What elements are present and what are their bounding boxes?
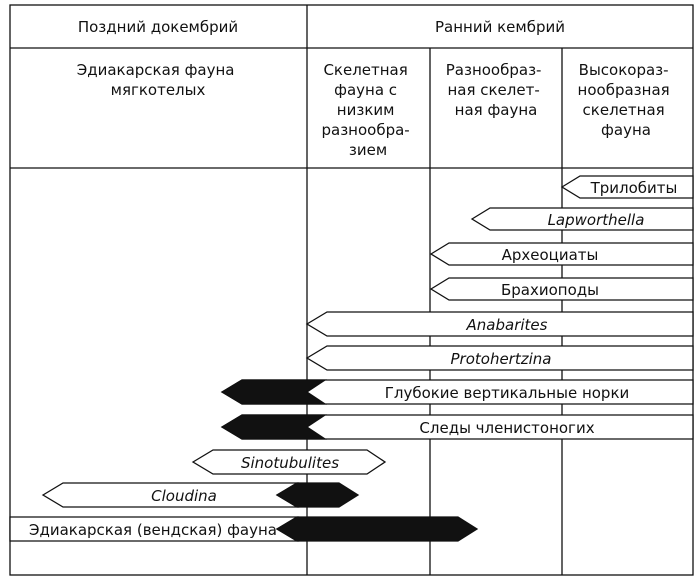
range-bar-cloudina: Cloudina — [41, 482, 360, 508]
range-arrow-shape — [305, 345, 694, 371]
taxon-label-anabarites: Anabarites — [466, 316, 548, 334]
taxon-label-cloudina: Cloudina — [151, 487, 217, 505]
fauna-header-high-diversity: Высокораз- нообразная скелетная фауна — [578, 61, 675, 139]
range-bar-protohertzina: Protohertzina — [305, 345, 694, 371]
range-arrow-shape — [429, 242, 694, 266]
range-bar-lapworthella: Lapworthella — [470, 207, 694, 231]
taxon-label-deep-vertical-burrows: Глубокие вертикальные норки — [385, 384, 630, 402]
cambrian-range-segment — [275, 516, 479, 542]
range-arrow-shape — [470, 207, 694, 231]
taxon-label-archaeocyatha: Археоциаты — [502, 246, 599, 264]
precambrian-range-segment — [220, 414, 328, 440]
precambrian-range-segment — [220, 379, 328, 405]
taxon-label-arthropod-traces: Следы членистоногих — [419, 419, 594, 437]
era-early-cambrian: Ранний кембрий — [435, 18, 565, 36]
fauna-header-low-diversity: Скелетная фауна с низким разнообра- зием — [321, 61, 414, 159]
cambrian-range-segment — [275, 482, 360, 508]
taxon-label-sinotubulites: Sinotubulites — [241, 454, 339, 472]
fauna-header-diverse: Разнообраз- ная скелет- ная фауна — [446, 61, 547, 119]
range-bar-ediacaran-vendian-fauna: Эдиакарская (вендская) фауна — [9, 516, 479, 542]
range-arrow-shape — [305, 311, 694, 337]
range-bar-deep-vertical-burrows: Глубокие вертикальные норки — [220, 379, 694, 405]
range-bar-archaeocyatha: Археоциаты — [429, 242, 694, 266]
taxon-label-protohertzina: Protohertzina — [451, 350, 552, 368]
range-bar-arthropod-traces: Следы членистоногих — [220, 414, 694, 440]
table-grid — [9, 4, 694, 576]
era-late-precambrian: Поздний докембрий — [78, 18, 238, 36]
taxon-label-brachiopods: Брахиоподы — [501, 281, 599, 299]
range-arrow-shape — [191, 449, 387, 475]
range-bar-sinotubulites: Sinotubulites — [191, 449, 387, 475]
taxon-label-trilobites: Трилобиты — [590, 179, 678, 197]
range-bar-trilobites: Трилобиты — [560, 175, 694, 199]
range-bar-brachiopods: Брахиоподы — [429, 277, 694, 301]
fauna-header-ediacaran: Эдиакарская фауна мягкотелых — [77, 61, 240, 99]
taxon-label-lapworthella: Lapworthella — [548, 211, 645, 229]
taxon-label-ediacaran-vendian-fauna: Эдиакарская (вендская) фауна — [29, 521, 277, 539]
range-arrow-shape — [429, 277, 694, 301]
range-arrow-shape — [560, 175, 694, 199]
range-bar-anabarites: Anabarites — [305, 311, 694, 337]
